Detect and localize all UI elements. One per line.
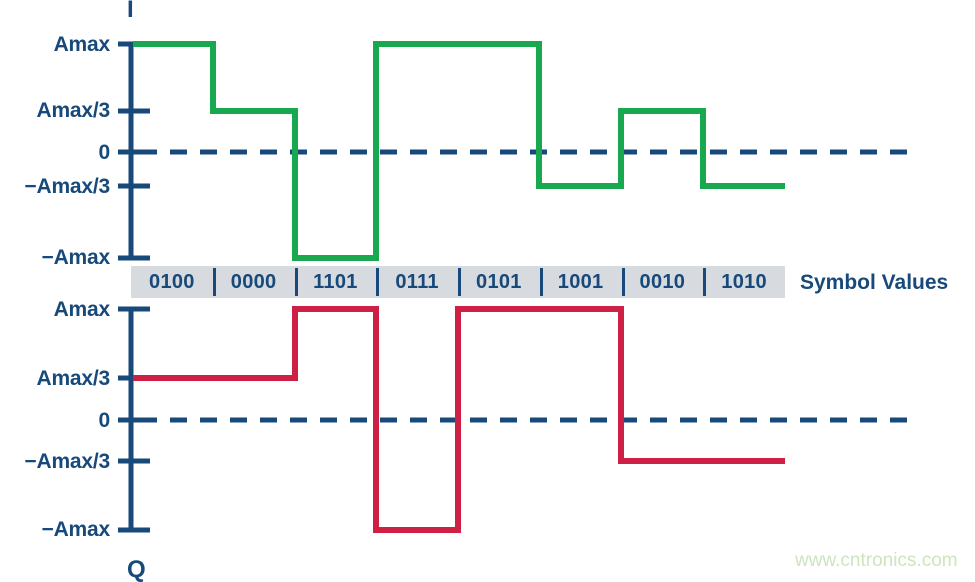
symbol-cell: 0000 [212, 266, 295, 298]
symbol-values-strip: 0100 0000 1101 0111 0101 1001 0010 1010 [131, 266, 785, 298]
q-tick-label-neg-amax: −Amax [41, 518, 111, 541]
i-axis-name: I [127, 0, 134, 23]
q-tick-label-neg-amax-third: −Amax/3 [24, 450, 110, 473]
q-tick-label-amax-third: Amax/3 [36, 367, 110, 390]
symbol-values-label: Symbol Values [800, 271, 949, 294]
q-axis-name: Q [127, 556, 146, 582]
i-tick-label-zero: 0 [98, 141, 111, 164]
symbol-cell: 1101 [294, 266, 377, 298]
symbol-cell: 0101 [458, 266, 540, 298]
i-tick-label-amax-third: Amax/3 [36, 99, 110, 122]
i-trace [133, 41, 785, 261]
i-waveform-plot [118, 41, 915, 261]
symbol-cell: 0111 [376, 266, 458, 298]
q-tick-label-zero: 0 [98, 409, 111, 432]
q-waveform-plot [118, 306, 915, 533]
symbol-cell: 0100 [149, 270, 195, 293]
i-tick-label-amax: Amax [53, 33, 111, 56]
symbol-cell: 0010 [621, 266, 704, 298]
i-tick-label-neg-amax-third: −Amax/3 [24, 175, 110, 198]
q-tick-label-amax: Amax [53, 298, 111, 321]
i-tick-label-neg-amax: −Amax [41, 246, 111, 269]
symbol-cell: 1001 [539, 266, 622, 298]
q-trace [133, 306, 785, 533]
symbol-cell: 1010 [703, 266, 785, 298]
watermark-text: www.cntronics.com [795, 550, 958, 571]
